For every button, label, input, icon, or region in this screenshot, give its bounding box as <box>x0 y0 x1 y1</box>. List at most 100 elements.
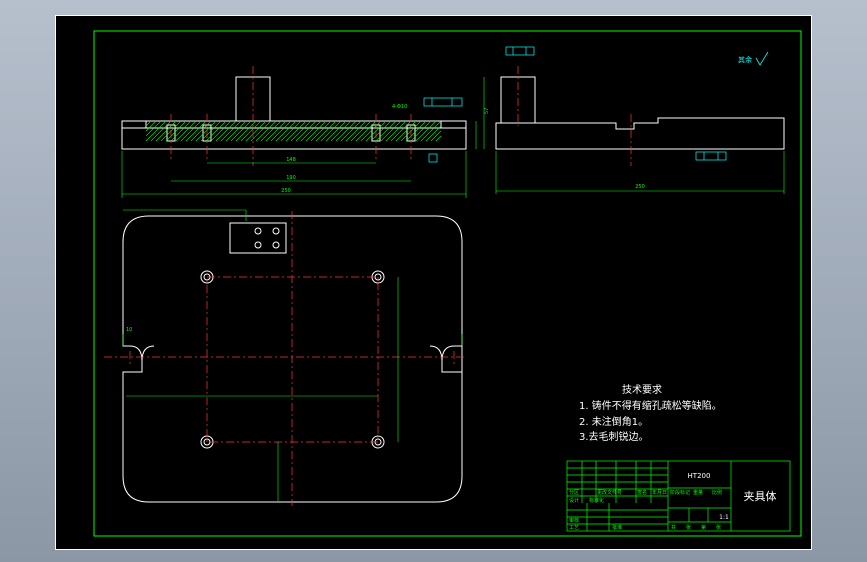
cad-viewport[interactable]: 250 190 148 4-Φ10 57 <box>55 15 812 550</box>
tb-label-stage: 阶段标记 <box>670 489 690 496</box>
hatch-line <box>350 121 371 142</box>
tb-material: HT200 <box>688 472 711 480</box>
front-dimension-texts: 250 190 148 4-Φ10 57 <box>281 104 490 194</box>
tb-label-sheet2: 张 <box>716 524 721 531</box>
hatch-line <box>240 121 261 142</box>
hatch-line <box>315 121 336 142</box>
plan-dimensions <box>122 209 463 502</box>
dim-side-total: 250 <box>635 184 645 190</box>
roughness-note: 其余 <box>738 51 769 66</box>
hatch-line <box>180 121 201 142</box>
tech-req-item-1: 1. 铸件不得有缩孔疏松等缺陷。 <box>579 399 722 412</box>
hatch-line <box>345 121 366 142</box>
hatch-line <box>410 121 431 142</box>
title-block-texts: HT200 夹具体 1:1 设计 标准化 分区 更改文件号 签名 年月日 阶段标… <box>569 472 777 531</box>
plan-center-lines <box>104 211 466 506</box>
hatch-line <box>260 121 281 142</box>
gdt-frames <box>423 46 727 163</box>
tb-label-weight: 重量 <box>693 489 703 496</box>
tech-req-title: 技术要求 <box>622 383 662 396</box>
front-section-hatch <box>145 121 442 142</box>
tb-label-change: 更改文件号 <box>597 489 622 496</box>
hatch-line <box>425 125 442 142</box>
hatch-line <box>375 121 396 142</box>
hatch-line <box>335 121 356 142</box>
hatch-line <box>185 121 206 142</box>
tb-scale: 1:1 <box>719 514 729 521</box>
hatch-line <box>300 121 321 142</box>
hatch-line <box>370 121 391 142</box>
hatch-line <box>160 121 181 142</box>
side-view <box>495 76 785 150</box>
roughness-label: 其余 <box>738 55 752 64</box>
hatch-line <box>325 121 346 142</box>
hatch-line <box>215 121 236 142</box>
dim-holes: 4-Φ10 <box>392 104 407 110</box>
hatch-line <box>305 121 326 142</box>
hatch-line <box>270 121 291 142</box>
side-dimensions <box>495 151 785 194</box>
hatch-line <box>435 135 442 142</box>
hatch-line <box>415 121 436 142</box>
tb-label-approve: 批准 <box>612 524 622 531</box>
engineering-drawing: 250 190 148 4-Φ10 57 <box>93 30 802 537</box>
dim-slot-gap: 10 <box>126 327 132 333</box>
hatch-line <box>355 121 376 142</box>
tb-label-review: 审核 <box>569 517 579 524</box>
front-dimensions <box>121 77 485 198</box>
hatch-line <box>330 121 351 142</box>
tb-label-total: 共 <box>671 524 676 531</box>
hatch-line <box>165 121 186 142</box>
tb-label-design: 设计 <box>569 497 579 504</box>
hatch-line <box>405 121 426 142</box>
hatch-line <box>395 121 416 142</box>
tb-part-name: 夹具体 <box>744 489 777 503</box>
hatch-line <box>280 121 301 142</box>
hatch-line <box>175 121 196 142</box>
hatch-line <box>365 121 386 142</box>
tech-requirements: 技术要求 1. 铸件不得有缩孔疏松等缺陷。 2. 未注倒角1。 3.去毛刺锐边。 <box>579 383 722 443</box>
tb-label-scale: 比例 <box>712 489 722 496</box>
tech-req-item-2: 2. 未注倒角1。 <box>579 415 648 428</box>
hatch-line <box>200 121 221 142</box>
tb-label-zone: 分区 <box>569 489 579 496</box>
plan-view <box>122 215 463 503</box>
hatch-line <box>145 121 161 137</box>
hatch-line <box>210 121 231 142</box>
tb-label-standard: 标准化 <box>589 497 604 504</box>
hatch-line <box>290 121 311 142</box>
hatch-line <box>205 121 226 142</box>
hatch-line <box>430 130 442 142</box>
side-center-lines <box>517 66 632 166</box>
hatch-line <box>145 121 156 132</box>
hatch-line <box>155 121 176 142</box>
hatch-line <box>285 121 306 142</box>
front-center-lines <box>170 66 412 166</box>
hatch-line <box>145 121 166 142</box>
hatch-line <box>420 121 441 142</box>
drawing-border <box>93 30 802 537</box>
hatch-line <box>170 121 191 142</box>
tb-label-no: 第 <box>701 524 706 531</box>
hatch-line <box>225 121 246 142</box>
hatch-line <box>245 121 266 142</box>
tb-label-sign: 签名 <box>637 489 647 496</box>
hatch-line <box>340 121 361 142</box>
dim-top-span: 148 <box>286 157 296 163</box>
dim-top-inner: 190 <box>286 175 296 181</box>
hatch-line <box>360 121 381 142</box>
hatch-line <box>295 121 316 142</box>
tb-label-process: 工艺 <box>569 525 579 531</box>
hatch-line <box>235 121 256 142</box>
hatch-line <box>310 121 331 142</box>
hatch-line <box>195 121 216 142</box>
hatch-line <box>275 121 296 142</box>
hatch-line <box>145 121 151 127</box>
dim-height: 57 <box>484 108 490 114</box>
hatch-line <box>380 121 401 142</box>
hatch-line <box>230 121 251 142</box>
tech-req-item-3: 3.去毛刺锐边。 <box>579 430 649 443</box>
tb-label-sheet1: 张 <box>686 524 691 531</box>
tb-label-date: 年月日 <box>652 489 667 496</box>
dim-top-total: 250 <box>281 188 291 194</box>
